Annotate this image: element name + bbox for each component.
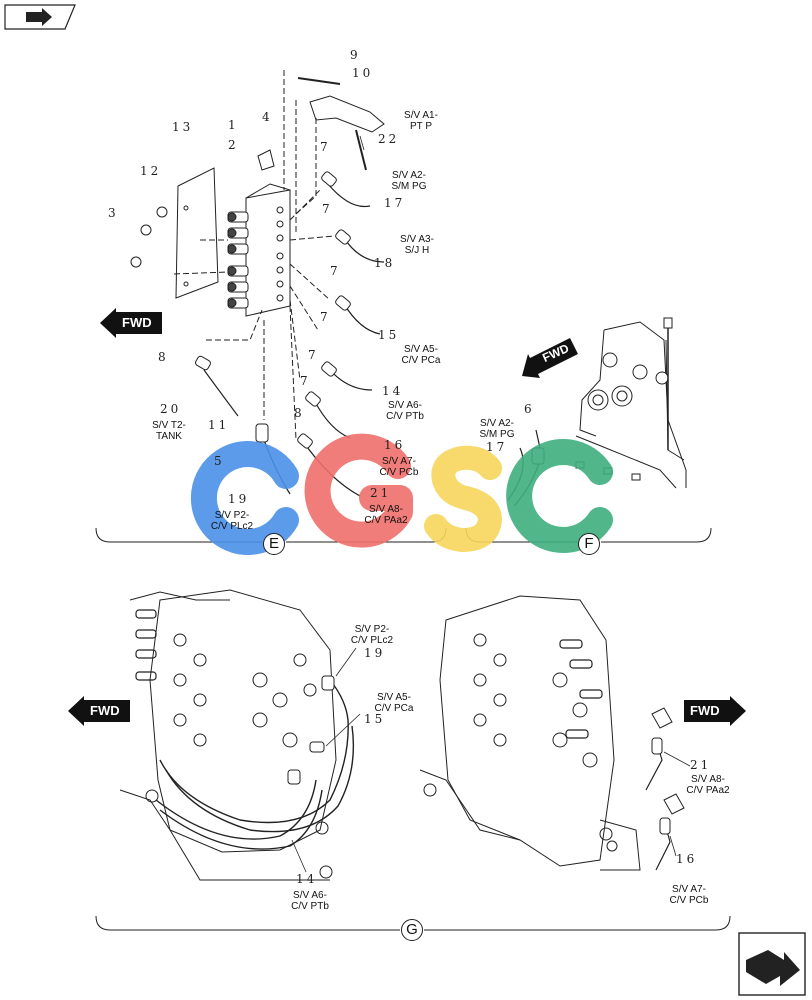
label-sv-a2-f: S/V A2- S/M PG	[479, 418, 515, 440]
callout-11: 11	[208, 418, 230, 432]
callout-8a: 8	[158, 350, 169, 364]
label-sv-a1: S/V A1- PT P	[404, 110, 438, 132]
callout-4: 4	[262, 110, 273, 124]
callout-18: 18	[374, 256, 396, 270]
callout-19: 19	[228, 492, 250, 506]
callout-7e: 7	[308, 348, 319, 362]
label-sv-p2: S/V P2- C/V PLc2	[210, 510, 254, 532]
callout-16: 16	[384, 438, 406, 452]
callout-12: 12	[140, 164, 162, 178]
callout-20: 20	[160, 402, 182, 416]
callout-15: 15	[378, 328, 400, 342]
view-circle-e	[263, 533, 285, 555]
view-label-f: F	[584, 535, 594, 552]
callout-g-19: 19	[364, 646, 386, 660]
callout-17: 17	[384, 196, 406, 210]
callout-10: 10	[352, 66, 374, 80]
label-sv-a6: S/V A6- C/V PTb	[386, 400, 424, 422]
label-g-sv-a8: S/V A8- C/V PAa2	[686, 774, 730, 796]
fwd-arrow-g-right: FWD	[684, 696, 746, 726]
fwd-arrow-e: FWD	[100, 308, 162, 338]
label-g-sv-p2: S/V P2- C/V PLc2	[350, 624, 394, 646]
view-circle-g	[401, 919, 423, 941]
watermark-s	[424, 445, 503, 553]
callout-5: 5	[214, 454, 225, 468]
control-valve-assembly-g-right	[419, 595, 685, 871]
callout-g-16: 16	[676, 852, 698, 866]
watermark-g	[304, 433, 413, 548]
callout-21: 21	[370, 486, 392, 500]
callout-22: 22	[378, 132, 400, 146]
callout-7c: 7	[330, 264, 341, 278]
callout-13: 13	[172, 120, 194, 134]
solenoid-valve-block	[227, 183, 291, 317]
callout-2: 2	[228, 138, 239, 152]
label-g-sv-a6: S/V A6- C/V PTb	[291, 890, 329, 912]
callout-7d: 7	[320, 310, 331, 324]
view-label-g: G	[406, 921, 418, 938]
callout-8b: 8	[294, 406, 305, 420]
callout-17-f: 17	[486, 440, 508, 454]
watermark-c2	[506, 439, 613, 553]
label-sv-a2: S/V A2- S/M PG	[391, 170, 427, 192]
callout-7f: 7	[300, 374, 311, 388]
label-sv-a3: S/V A3- S/J H	[400, 234, 434, 256]
label-sv-a7: S/V A7- C/V PCb	[379, 456, 419, 478]
callout-g-14: 14	[296, 872, 318, 886]
callout-9: 9	[350, 48, 361, 62]
nav-arrow-icon[interactable]	[4, 4, 76, 30]
view-circle-f	[578, 533, 600, 555]
callout-g-21: 21	[690, 758, 712, 772]
label-sv-t2: S/V T2- TANK	[152, 420, 186, 442]
control-valve-assembly-g-left	[119, 589, 355, 881]
fwd-arrow-g-left: FWD	[68, 696, 130, 726]
next-page-icon[interactable]	[738, 932, 806, 996]
fwd-arrow-f: FWD	[520, 336, 580, 378]
label-sv-a5: S/V A5- C/V PCa	[401, 344, 441, 366]
label-g-sv-a5: S/V A5- C/V PCa	[374, 692, 414, 714]
callout-7b: 7	[322, 202, 333, 216]
label-g-sv-a7: S/V A7- C/V PCb	[669, 884, 709, 906]
callout-6: 6	[524, 402, 535, 416]
watermark-c1	[190, 441, 299, 555]
callout-3: 3	[108, 206, 119, 220]
callout-14: 14	[382, 384, 404, 398]
label-sv-a8: S/V A8- C/V PAa2	[364, 504, 408, 526]
fwd-label: FWD	[122, 315, 152, 330]
callout-1: 1	[228, 118, 239, 132]
fwd-label: FWD	[90, 703, 120, 718]
callout-g-15: 15	[364, 712, 386, 726]
view-label-e: E	[268, 535, 279, 552]
fwd-label: FWD	[690, 703, 720, 718]
callout-7a: 7	[320, 140, 331, 154]
